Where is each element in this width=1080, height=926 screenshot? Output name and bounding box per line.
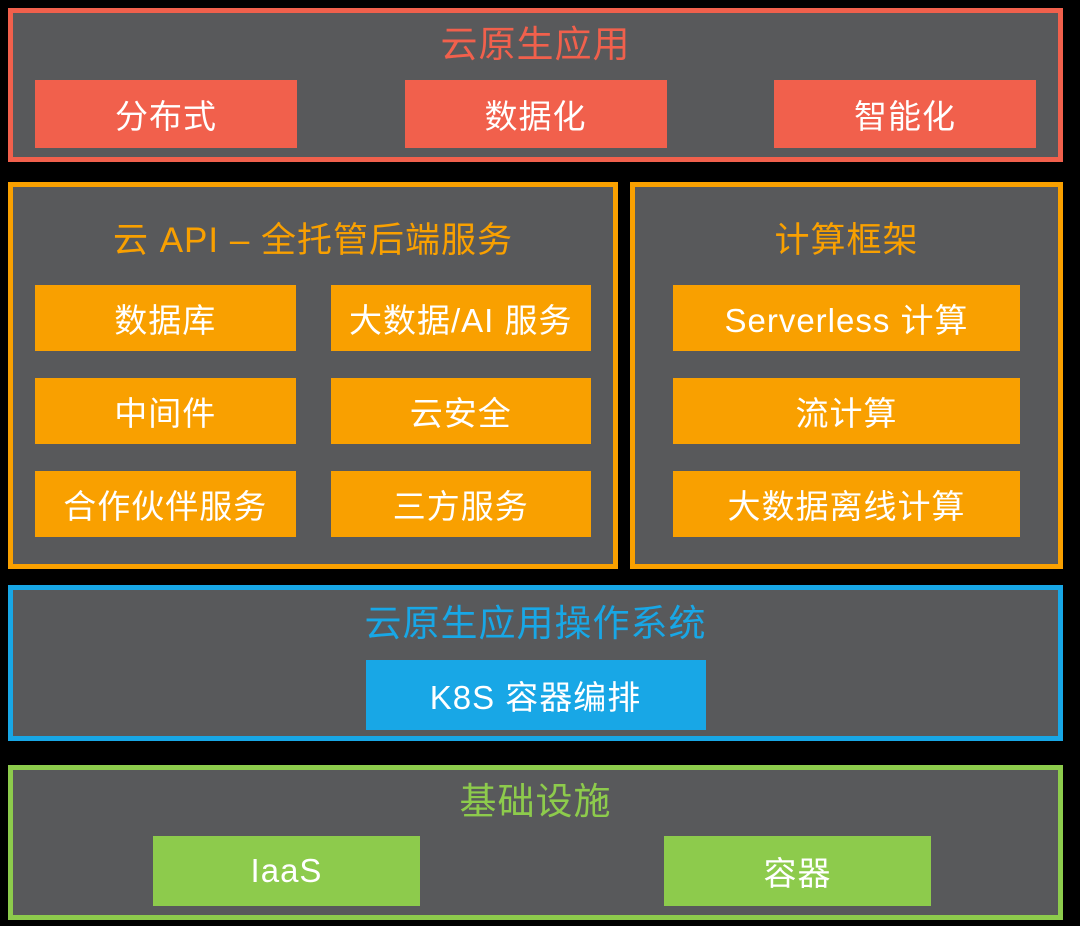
box-stream-compute: 流计算: [673, 378, 1020, 444]
cloud-native-os-title: 云原生应用操作系统: [364, 603, 707, 644]
layer-infrastructure: 基础设施 IaaS 容器: [8, 765, 1063, 920]
box-dataization: 数据化: [404, 80, 667, 148]
layer-cloud-api-backend-services: 云 API – 全托管后端服务 数据库 大数据/AI 服务 中间件 云安全 合作…: [8, 182, 618, 569]
box-middleware: 中间件: [35, 378, 296, 444]
box-k8s-orchestration: K8S 容器编排: [365, 660, 706, 730]
box-container: 容器: [664, 836, 931, 906]
box-serverless-compute: Serverless 计算: [673, 285, 1020, 351]
box-partner-services: 合作伙伴服务: [35, 471, 296, 537]
infrastructure-row: IaaS 容器: [13, 836, 1058, 906]
box-distributed: 分布式: [35, 80, 297, 148]
box-bigdata-offline-compute: 大数据离线计算: [673, 471, 1020, 537]
box-database: 数据库: [35, 285, 296, 351]
cloud-api-title: 云 API – 全托管后端服务: [112, 221, 514, 260]
box-third-party-services: 三方服务: [330, 471, 591, 537]
layer-compute-framework: 计算框架 Serverless 计算 流计算 大数据离线计算: [630, 182, 1063, 569]
cloud-api-grid: 数据库 大数据/AI 服务 中间件 云安全 合作伙伴服务 三方服务: [13, 285, 613, 537]
layer-cloud-native-apps: 云原生应用 分布式 数据化 智能化: [8, 8, 1063, 162]
compute-framework-stack: Serverless 计算 流计算 大数据离线计算: [635, 285, 1058, 537]
compute-framework-title: 计算框架: [774, 221, 919, 260]
cloud-native-apps-title: 云原生应用: [440, 24, 631, 65]
cloud-native-apps-row: 分布式 数据化 智能化: [13, 80, 1058, 148]
box-bigdata-ai-services: 大数据/AI 服务: [330, 285, 591, 351]
box-intelligent: 智能化: [774, 80, 1036, 148]
box-iaas: IaaS: [153, 836, 420, 906]
box-cloud-security: 云安全: [330, 378, 591, 444]
layer-cloud-native-os: 云原生应用操作系统 K8S 容器编排: [8, 585, 1063, 741]
infrastructure-title: 基础设施: [459, 781, 612, 822]
